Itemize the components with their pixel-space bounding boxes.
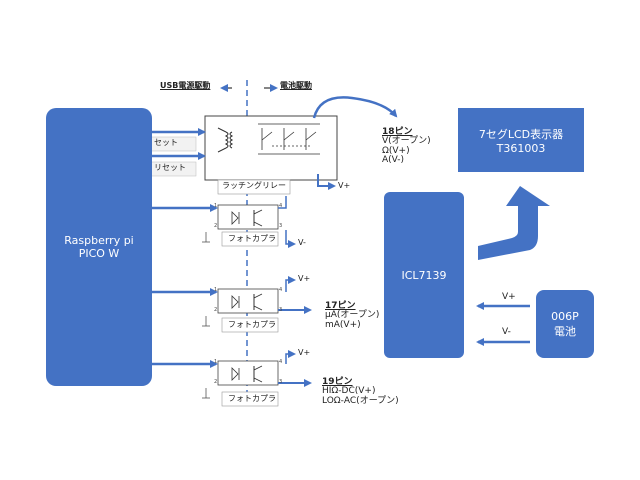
opto2-pin2: 2 [214, 307, 218, 313]
opto3-vplus-arrow [285, 350, 296, 364]
battery-block: 006P 電池 [536, 290, 594, 358]
pin19-note: 19ピン HIΩ-DC(V+) LOΩ-AC(オープン) [322, 377, 399, 406]
opto2-pin3: 3 [279, 307, 283, 313]
pin17-line2: mA(V+) [325, 319, 361, 330]
opto3-label: フォトカプラ [228, 394, 276, 403]
pin17-title: 17ピン [325, 301, 356, 311]
icl-to-lcd-arrow [478, 186, 550, 260]
opto3-pin4: 4 [279, 359, 283, 365]
relay-vplus-arrow [317, 174, 336, 190]
opto1-pin1: 1 [214, 203, 218, 209]
relay-vplus-label: V+ [338, 181, 351, 190]
icl7139-block: ICL7139 [384, 192, 464, 358]
relay-box [204, 115, 338, 181]
optocoupler-1 [217, 204, 279, 247]
pin19-line1: HIΩ-DC(V+) [322, 386, 376, 397]
pin18-line2: Ω(V+) [382, 145, 410, 156]
optocoupler-3 [217, 360, 279, 407]
opto1-pin4: 4 [279, 203, 283, 209]
battery-vminus-label: V- [502, 327, 511, 337]
usb-power-header: USB電源駆動 [160, 81, 211, 90]
optocoupler-2 [217, 288, 279, 333]
pin17-line1: μA(オープン) [325, 310, 380, 321]
lcd-line1: 7セグLCD表示器 [478, 127, 564, 141]
reset-label: リセット [154, 163, 186, 172]
opto2-vplus-arrow [285, 276, 296, 292]
pin17-note: 17ピン μA(オープン) mA(V+) [325, 301, 380, 330]
pin18-line3: A(V-) [382, 155, 405, 166]
opto1-pin3: 3 [279, 223, 283, 229]
opto1-to-relay [278, 196, 287, 209]
lcd-line2: T361003 [496, 141, 546, 155]
opto1-vminus-arrow [285, 230, 296, 248]
battery-vplus-label: V+ [502, 292, 516, 302]
battery-line1: 006P [551, 309, 579, 323]
pico-line1: Raspberry pi [64, 234, 134, 247]
opto2-rail: V+ [298, 274, 311, 283]
opto1-pin2: 2 [214, 223, 218, 229]
opto3-pin2: 2 [214, 379, 218, 385]
pin19-title: 19ピン [322, 377, 353, 387]
icl7139-label: ICL7139 [401, 268, 447, 282]
opto2-pin1: 1 [214, 287, 218, 293]
opto1-label: フォトカプラ [228, 234, 276, 243]
relay-switch-icon [258, 123, 320, 155]
relay-coil-icon [217, 127, 234, 153]
opto2-label: フォトカプラ [228, 320, 276, 329]
relay-label-box [217, 179, 291, 195]
opto2-pin4: 4 [279, 287, 283, 293]
pin18-title: 18ピン [382, 127, 413, 137]
pin18-line1: V(オープン) [382, 136, 431, 147]
ground-icon [202, 232, 210, 399]
opto3-rail: V+ [298, 348, 311, 357]
pico-block: Raspberry pi PICO W [46, 108, 152, 386]
battery-line2: 電池 [554, 324, 576, 338]
battery-power-header: 電池駆動 [280, 81, 312, 90]
opto1-rail: V- [298, 238, 306, 247]
opto3-pin1: 1 [214, 359, 218, 365]
pico-line2: PICO W [78, 247, 120, 260]
opto3-pin3: 3 [279, 379, 283, 385]
set-label: セット [154, 138, 178, 147]
lcd-block: 7セグLCD表示器 T361003 [458, 108, 584, 172]
pin18-note: 18ピン V(オープン) Ω(V+) A(V-) [382, 127, 431, 166]
relay-label: ラッチングリレー [222, 181, 286, 190]
pin19-line2: LOΩ-AC(オープン) [322, 395, 399, 406]
relay-to-pin18-arrow [312, 96, 398, 119]
